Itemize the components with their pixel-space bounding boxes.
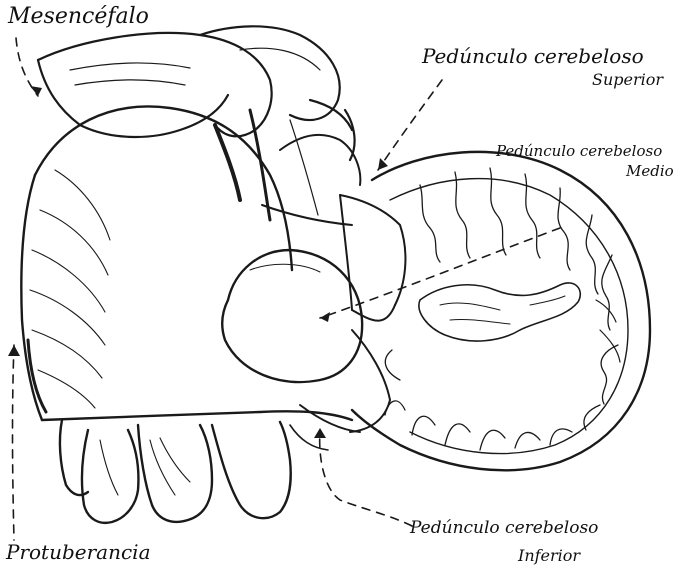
arrowhead-superior (378, 158, 388, 170)
medulla-shape (60, 420, 328, 523)
superior-peduncle-shape (262, 120, 360, 225)
arrowhead-inferior (314, 428, 326, 438)
arrowhead-protuberancia (8, 345, 20, 356)
pons-shape (21, 107, 352, 420)
label-superior-peduncle-line1: Pedúnculo cerebeloso (422, 44, 644, 68)
label-mesencefalo: Mesencéfalo (8, 4, 149, 29)
cerebellum-shape (352, 152, 650, 470)
label-middle-peduncle-line2: Medio (626, 162, 674, 180)
leader-protuberancia (13, 345, 15, 540)
peduncle-cut-facets (300, 195, 405, 432)
label-protuberancia: Protuberancia (6, 540, 151, 564)
label-inferior-peduncle-line2: Inferior (518, 546, 580, 565)
leader-lines (13, 38, 561, 540)
label-middle-peduncle-line1: Pedúnculo cerebeloso (496, 142, 662, 160)
label-superior-peduncle-line2: Superior (592, 70, 663, 89)
mesencephalon-shape (38, 26, 355, 220)
label-inferior-peduncle-line1: Pedúnculo cerebeloso (410, 518, 598, 538)
